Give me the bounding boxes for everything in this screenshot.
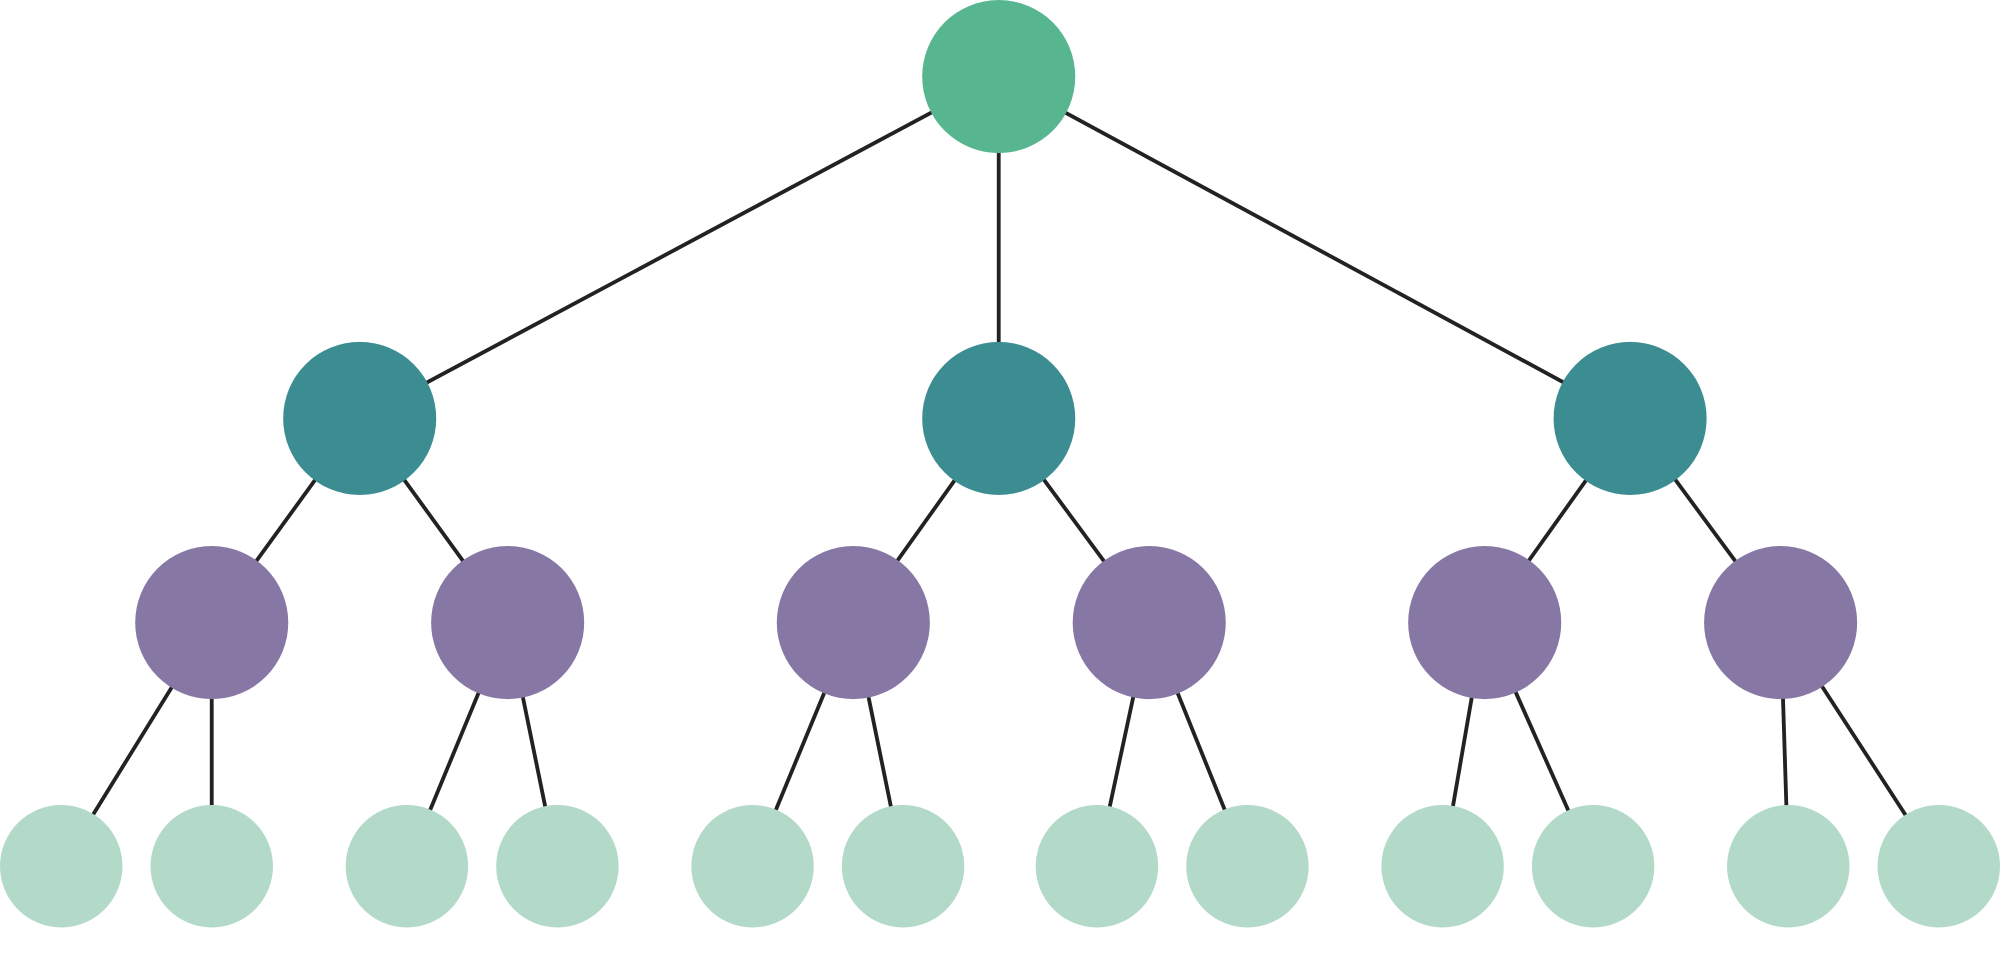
sub-branch-node [135, 546, 289, 700]
leaf-node [0, 804, 123, 928]
sub-branch-node [776, 546, 930, 700]
edge [997, 74, 1632, 421]
sub-branch-node [431, 546, 585, 700]
leaf-node [841, 804, 965, 928]
branch-node [283, 341, 437, 495]
sub-branch-node [1072, 546, 1226, 700]
branch-node [1553, 341, 1707, 495]
edge [358, 74, 1000, 421]
leaf-node [1381, 804, 1504, 928]
leaf-node [150, 804, 273, 928]
nodes [0, 0, 2000, 928]
leaf-node [1727, 804, 1850, 928]
leaf-node [691, 804, 814, 928]
leaf-node [496, 804, 619, 928]
leaf-node [1531, 804, 1655, 928]
root-node [922, 0, 1076, 154]
sub-branch-node [1704, 546, 1858, 700]
leaf-node [345, 804, 469, 928]
branch-node [922, 341, 1076, 495]
sub-branch-node [1408, 546, 1562, 700]
leaf-node [1186, 804, 1309, 928]
leaf-node [1877, 804, 2000, 928]
leaf-node [1035, 804, 1159, 928]
